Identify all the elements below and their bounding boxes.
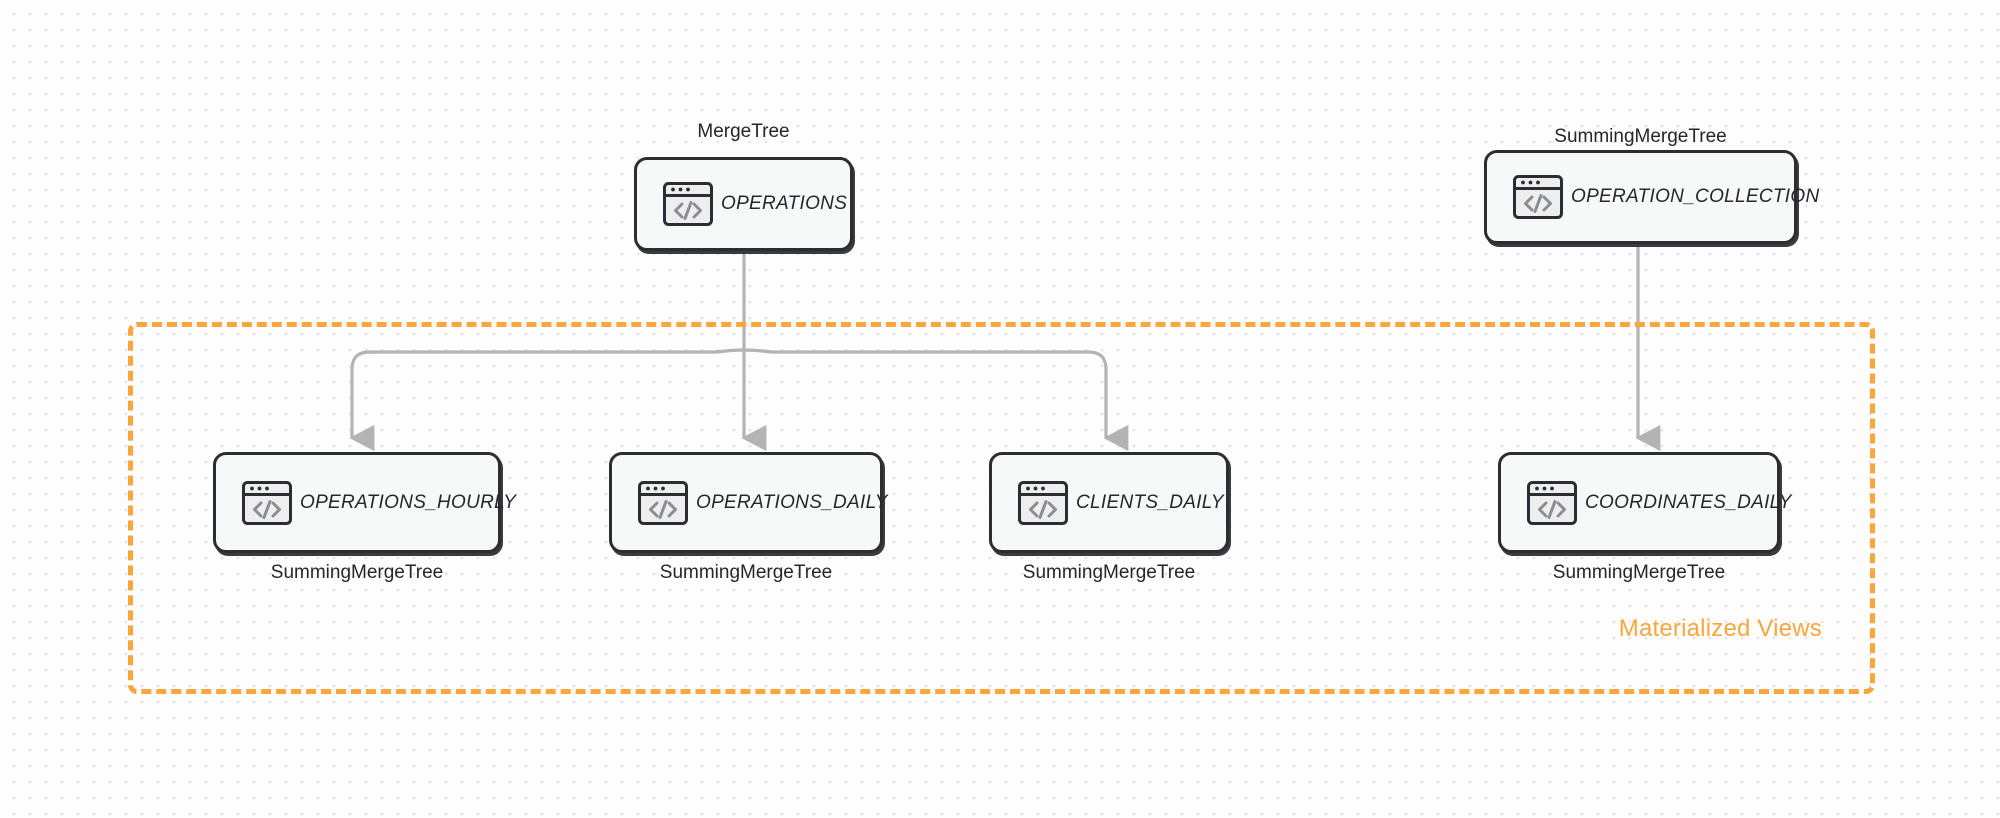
code-window-icon	[1525, 476, 1579, 530]
engine-caption-operations-daily: SummingMergeTree	[659, 562, 833, 583]
node-operations-daily[interactable]: OPERATIONS_DAILY	[609, 452, 887, 553]
node-operations[interactable]: OPERATIONS	[634, 157, 853, 251]
node-label-operation-collection: OPERATION_COLLECTION	[1571, 186, 1820, 207]
engine-caption-operation-collection: SummingMergeTree	[1554, 126, 1727, 147]
node-label-coordinates-daily: COORDINATES_DAILY	[1585, 491, 1792, 513]
node-operations-hourly[interactable]: OPERATIONS_HOURLY	[213, 452, 516, 553]
node-label-clients-daily: CLIENTS_DAILY	[1076, 491, 1224, 513]
engine-caption-clients-daily: SummingMergeTree	[1022, 562, 1196, 583]
engine-caption-operations: MergeTree	[697, 121, 790, 142]
node-coordinates-daily[interactable]: COORDINATES_DAILY	[1498, 452, 1791, 553]
node-label-operations-hourly: OPERATIONS_HOURLY	[300, 491, 517, 513]
materialized-views-label: Materialized Views	[1618, 615, 1822, 642]
code-window-icon	[240, 476, 294, 530]
node-label-operations-daily: OPERATIONS_DAILY	[696, 491, 888, 513]
node-clients-daily[interactable]: CLIENTS_DAILY	[989, 452, 1229, 553]
engine-caption-coordinates-daily: SummingMergeTree	[1552, 562, 1726, 583]
materialized-views-group: Materialized Views	[128, 322, 1875, 694]
engine-caption-operations-hourly: SummingMergeTree	[270, 562, 444, 583]
code-window-icon	[636, 476, 690, 530]
node-label-operations: OPERATIONS	[721, 193, 848, 214]
node-operation-collection[interactable]: OPERATION_COLLECTION	[1484, 150, 1819, 244]
code-window-icon	[1511, 170, 1565, 224]
code-window-icon	[661, 177, 715, 231]
code-window-icon	[1016, 476, 1070, 530]
